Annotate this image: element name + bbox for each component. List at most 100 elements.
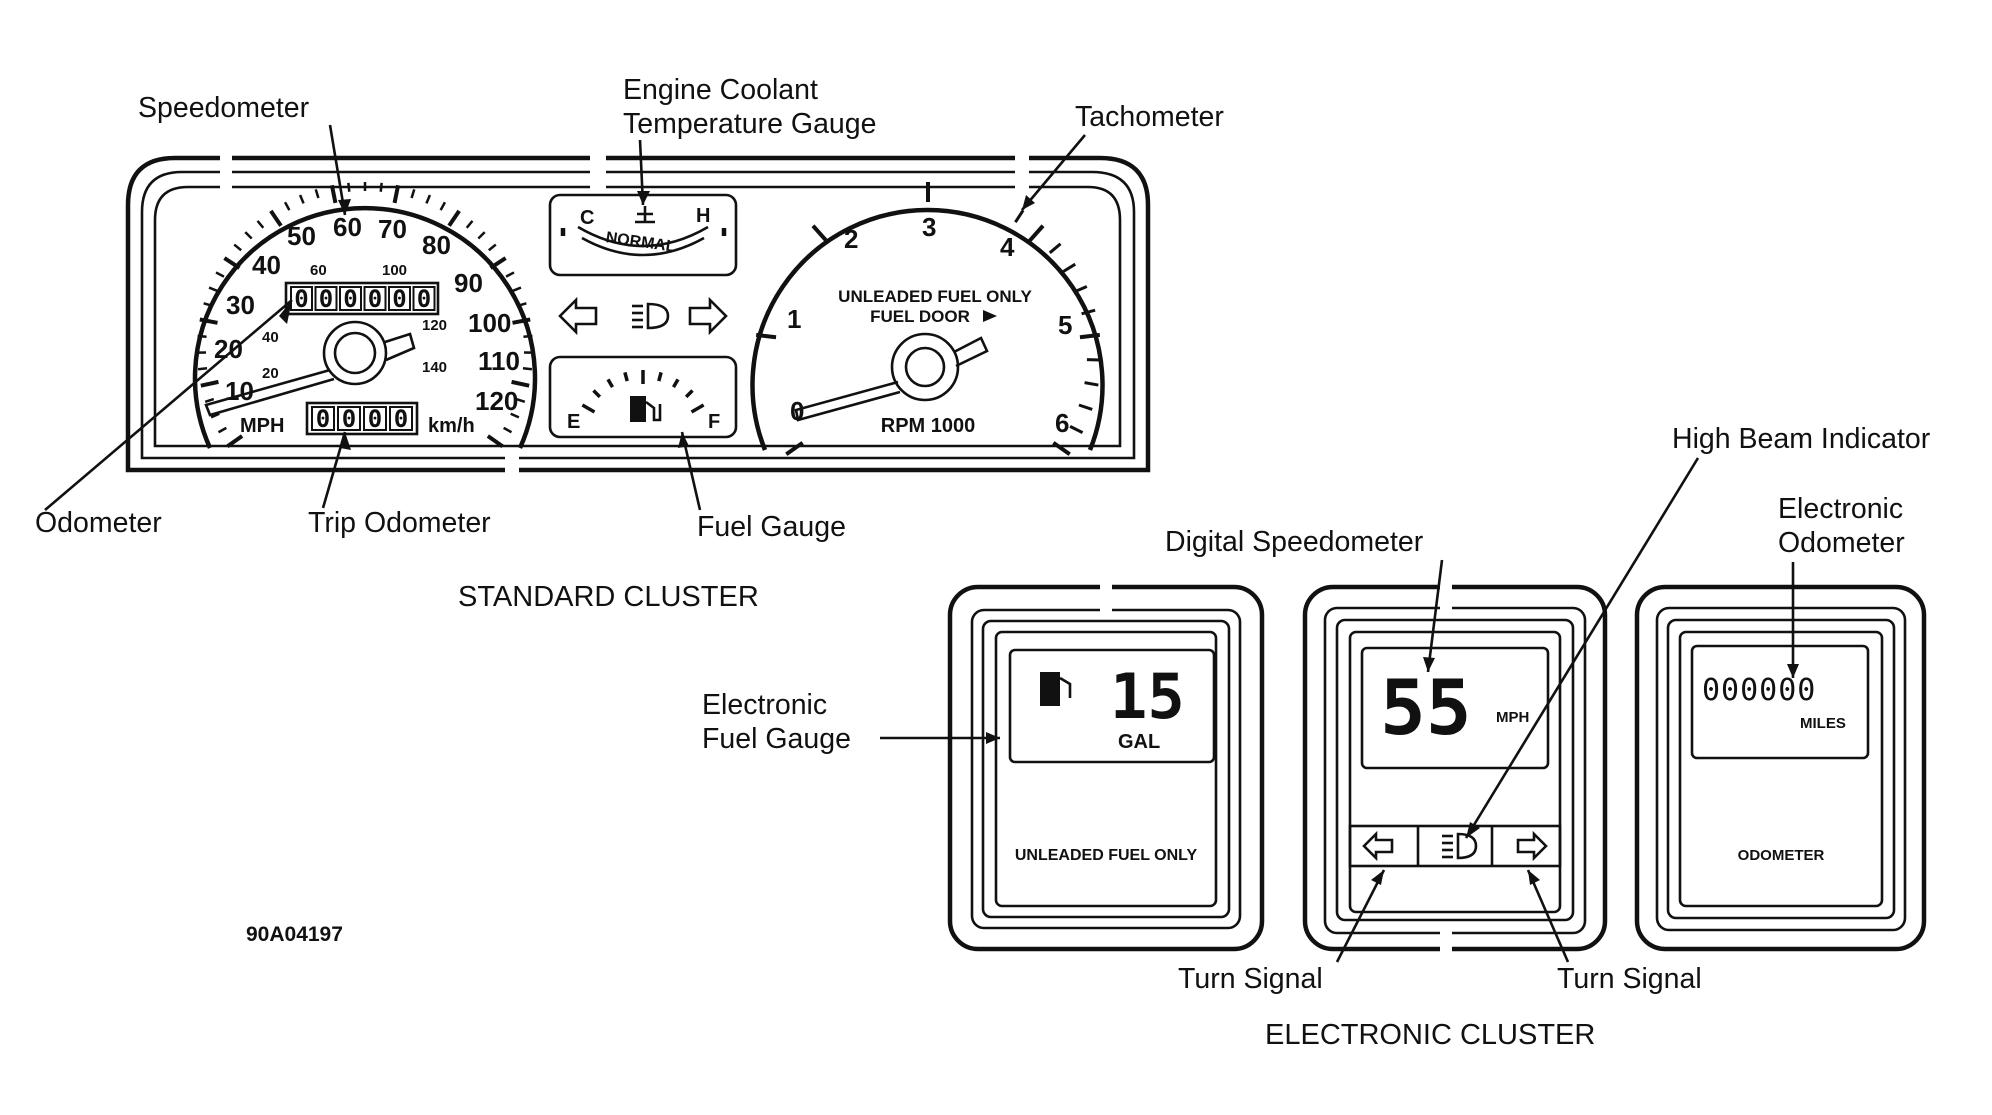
speedometer-tick (256, 220, 265, 229)
odometer-digit: 0 (368, 285, 382, 313)
speedometer-dial: 10 20 30 40 50 60 70 80 90 100 110 120 2… (192, 182, 538, 449)
tachometer-tick (1048, 242, 1062, 254)
speedometer-tick (410, 189, 416, 199)
turn-left-arrow-icon (1362, 830, 1394, 862)
speedometer-tick (298, 194, 305, 204)
speedometer-tick (208, 286, 218, 293)
speedometer-tick (489, 256, 507, 270)
speedometer-tick (233, 243, 242, 252)
fuel-gauge-tick (623, 371, 629, 382)
odometer-digit: 0 (392, 285, 406, 313)
standard-cluster: 10 20 30 40 50 60 70 80 90 100 110 120 2… (35, 74, 1224, 613)
speedometer-tick (269, 209, 283, 227)
standard-indicator-row (558, 296, 728, 336)
speedometer-tick (505, 271, 515, 278)
speedometer-tick (465, 220, 474, 229)
speedometer-tick-label: 110 (478, 346, 520, 376)
kmh-tick-label: 140 (422, 359, 447, 376)
odometer-window (284, 281, 440, 316)
tachometer-tick (1081, 308, 1096, 316)
coolant-temp-gauge: C H NORMAL (548, 193, 738, 277)
unleaded-fuel-label: UNLEADED FUEL ONLY (1015, 847, 1198, 864)
tachometer-tick (755, 332, 777, 340)
trip-odometer-digit: 0 (316, 405, 330, 433)
tach-tick-label: 3 (922, 212, 936, 242)
speedometer-tick (523, 334, 533, 339)
odometer-digit: 0 (319, 285, 333, 313)
turn-right-arrow-icon (1516, 830, 1548, 862)
speedometer-tick (283, 201, 291, 211)
callout-turn-signal-right: Turn Signal (1557, 963, 1702, 995)
callout-turn-signal-left: Turn Signal (1178, 963, 1323, 995)
fuel-gauge-dial: E F (548, 355, 738, 439)
odometer-digit: 0 (343, 285, 357, 313)
kmh-tick-label: 100 (382, 262, 407, 279)
speedometer-tick (197, 334, 207, 339)
fuel-full-label: F (708, 411, 720, 433)
tach-tick-label: 2 (844, 224, 858, 254)
speedometer-tick (217, 426, 227, 434)
speedometer-tick-label: 40 (252, 250, 281, 280)
speedometer-tick-label: 10 (225, 376, 254, 406)
speedometer-tick (226, 434, 244, 448)
speedometer-tick (522, 367, 533, 371)
speedometer-tick (210, 412, 220, 419)
speedometer-tick (244, 231, 253, 240)
unit-mph: MPH (240, 415, 284, 437)
speedometer-needle (204, 368, 335, 417)
speedometer-tick (503, 426, 513, 434)
electronic-speed-module: 55 MPH (1302, 580, 1608, 954)
speedometer-tick (199, 317, 218, 325)
kmh-tick-label: 120 (422, 317, 447, 334)
tach-tick-label: 5 (1058, 310, 1072, 340)
fuel-pump-icon (630, 396, 662, 422)
kmh-tick-label: 20 (262, 365, 279, 382)
callout-odometer: Odometer (35, 507, 162, 539)
tachometer-tick (1069, 425, 1084, 434)
electronic-cluster: 15 GAL UNLEADED FUEL ONLY 55 MPH (702, 423, 1931, 1051)
fuel-gauge-tick (684, 389, 694, 399)
digital-fuel-value: 15 (1110, 660, 1185, 733)
speedometer-tick-label: 50 (287, 221, 316, 251)
speedometer-tick (314, 189, 320, 199)
speedometer-tick (510, 412, 520, 419)
tachometer-tick (1084, 381, 1099, 387)
callout-fuel-gauge: Fuel Gauge (697, 511, 846, 543)
tachometer-tick (811, 224, 828, 243)
high-beam-icon (632, 302, 670, 330)
speedometer-tick (392, 184, 401, 204)
unleaded-notice-line2: FUEL DOOR (870, 307, 970, 326)
kmh-tick-label: 40 (262, 329, 279, 346)
speedometer-tick (379, 182, 383, 192)
speedometer-tick (488, 243, 497, 252)
tachometer-needle (794, 380, 901, 422)
standard-cluster-housing (125, 155, 1151, 473)
fuel-gauge-tick (690, 403, 705, 414)
temp-hot-label: H (696, 205, 710, 227)
speedometer-hub (322, 320, 388, 386)
speedometer-tick-label: 30 (226, 290, 255, 320)
callout-electronic-fuel-line1: Electronic (702, 689, 827, 721)
tachometer-tick (1079, 332, 1101, 340)
fuel-pump-icon (1040, 672, 1072, 706)
odometer-digit: 0 (417, 285, 431, 313)
tachometer-hub (890, 332, 960, 402)
speedometer-tick (425, 194, 432, 204)
speedometer-tick (447, 209, 461, 227)
digital-odometer-unit: MILES (1800, 715, 1846, 732)
fuel-door-arrow-icon (983, 310, 997, 322)
digital-odometer-value: 000000 (1702, 673, 1816, 708)
speedometer-tick-label: 100 (468, 308, 511, 338)
speedometer-tick-label: 120 (475, 386, 518, 416)
figure-code: 90A04197 (246, 923, 343, 946)
digital-fuel-unit: GAL (1118, 731, 1160, 753)
coolant-temp-icon (635, 206, 655, 224)
callout-trip-odometer: Trip Odometer (308, 507, 491, 539)
odometer-module-label: ODOMETER (1738, 847, 1825, 864)
speedometer-tick (329, 184, 338, 204)
callout-coolant-line1: Engine Coolant (623, 74, 818, 106)
odometer-digit: 0 (294, 285, 308, 313)
callout-high-beam: High Beam Indicator (1672, 423, 1931, 455)
fuel-gauge-tick (657, 371, 663, 382)
fuel-empty-label: E (567, 411, 580, 433)
